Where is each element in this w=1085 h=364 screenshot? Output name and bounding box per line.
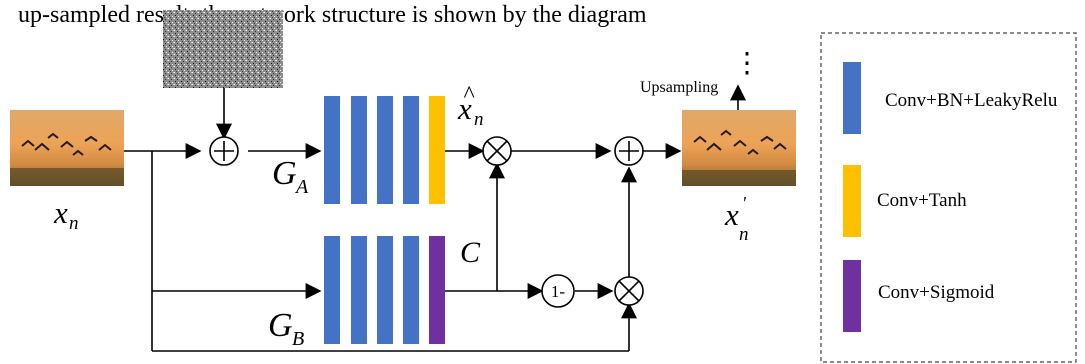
generator-a [324,96,445,204]
header-text: up-sampled result; the network structure… [18,2,647,28]
svg-text:G: G [268,307,293,344]
svg-text:n: n [739,224,749,245]
legend-sigmoid-label: Conv+Sigmoid [878,282,995,303]
gb-label: G B [268,307,304,350]
svg-text:n: n [474,109,484,130]
ga-tanh-block [429,96,445,204]
vertical-dots: ⋮ [733,48,761,79]
upsampling-label: Upsampling [640,79,718,96]
xn-label: x n [53,195,79,234]
input-image [10,110,124,186]
xprime-label: x n ' [724,193,749,245]
ga-label: G A [272,155,309,198]
multiply-node-1 [482,136,512,166]
one-minus-node: 1- [541,274,575,308]
svg-text:x: x [457,91,472,126]
noise-image [163,10,283,88]
gb-conv-bn-block-4 [403,236,419,344]
sum-node-1 [209,136,239,166]
legend-tanh-label: Conv+Tanh [877,190,967,211]
svg-text:G: G [272,155,297,192]
ga-conv-bn-block-2 [351,96,367,204]
legend-sigmoid-swatch [843,260,861,332]
gb-conv-bn-block-1 [324,236,340,344]
sum-node-2 [614,136,644,166]
svg-text:x: x [53,195,68,230]
legend-conv-bn-label: Conv+BN+LeakyRelu [885,90,1058,111]
legend-conv-bn-swatch [843,62,861,134]
ga-conv-bn-block-3 [377,96,393,204]
svg-text:': ' [742,193,747,213]
xhat-label: x ^ n [457,82,484,130]
svg-text:x: x [724,197,739,232]
svg-text:B: B [292,328,304,350]
svg-text:C: C [460,236,481,269]
ga-conv-bn-block-4 [403,96,419,204]
legend: Conv+BN+LeakyRelu Conv+Tanh Conv+Sigmoid [820,32,1077,363]
output-image [682,110,796,186]
svg-text:^: ^ [463,82,475,108]
multiply-node-2 [614,276,644,306]
svg-text:n: n [69,213,79,234]
c-label: C [460,236,481,269]
ga-conv-bn-block-1 [324,96,340,204]
connections [124,84,746,352]
gb-conv-bn-block-3 [377,236,393,344]
legend-tanh-swatch [843,165,861,237]
generator-b [324,236,445,344]
one-minus-label: 1- [551,282,566,301]
svg-text:A: A [294,176,309,198]
legend-box [820,32,1077,363]
gb-conv-bn-block-2 [351,236,367,344]
gb-sigmoid-block [429,236,445,344]
